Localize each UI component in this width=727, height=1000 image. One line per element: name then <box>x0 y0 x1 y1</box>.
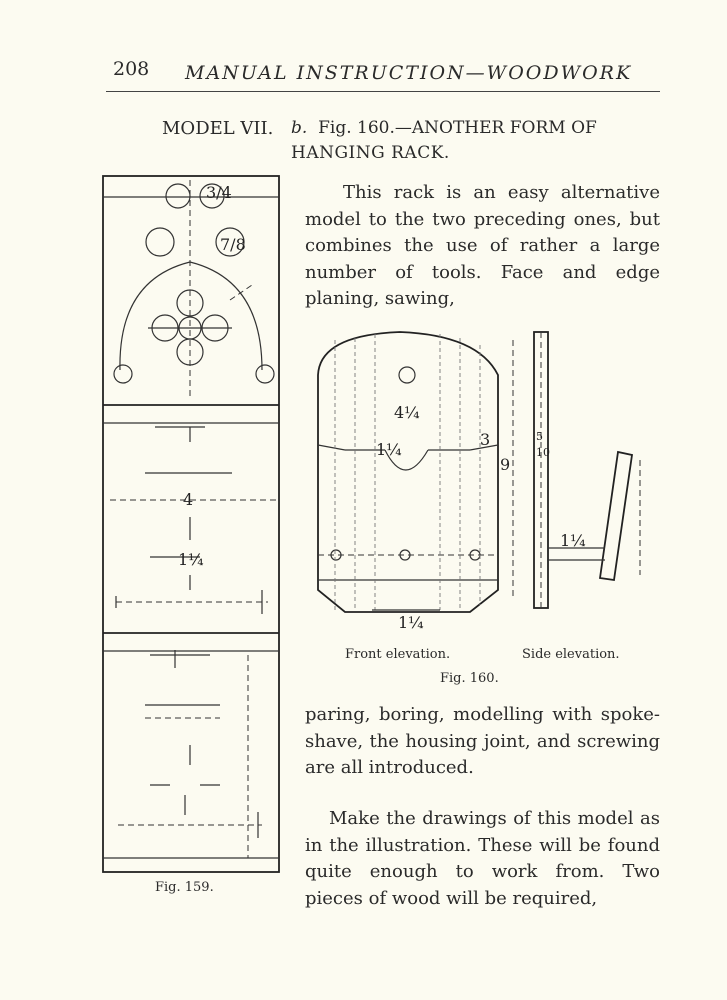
caption-side-elevation: Side elevation. <box>522 647 620 662</box>
label-three-quarter: 3/4 <box>206 183 232 202</box>
paragraph-drawings: Make the drawings of this model as in th… <box>305 808 660 909</box>
label-seven-eighths: 7/8 <box>220 235 246 254</box>
label-ten: 10 <box>536 446 550 459</box>
paragraph-tools: paring, boring, modelling with spoke-sha… <box>305 704 660 778</box>
caption-front-elevation: Front elevation. <box>345 647 451 662</box>
label-one-quarter: 1¼ <box>178 550 204 569</box>
caption-fig-159: Fig. 159. <box>155 880 214 895</box>
model-label: MODEL VII. <box>162 118 274 139</box>
label-four-and-quarter: 4¼ <box>394 403 420 422</box>
figure-title-text: Fig. 160.—ANOTHER FORM OF <box>318 118 597 138</box>
caption-fig-160: Fig. 160. <box>440 671 499 686</box>
figure-title-line-1: b. Fig. 160.—ANOTHER FORM OF <box>291 118 597 138</box>
figure-title-letter: b. <box>291 118 308 138</box>
paragraph-intro: This rack is an easy alternative model t… <box>305 182 660 309</box>
label-one-quarter-bottom: 1¼ <box>398 613 424 632</box>
label-four: 4 <box>183 490 193 509</box>
page-number: 208 <box>113 58 150 80</box>
header-rule <box>106 91 660 92</box>
label-one-quarter-side: 1¼ <box>560 531 586 550</box>
label-three: 3 <box>480 430 490 449</box>
label-one-and-quarter: 1¼ <box>376 440 402 459</box>
figure-title-line-2: HANGING RACK. <box>291 143 450 163</box>
label-five: 5 <box>536 430 543 443</box>
running-title: MANUAL INSTRUCTION—WOODWORK <box>185 62 633 84</box>
label-nine: 9 <box>500 455 510 474</box>
